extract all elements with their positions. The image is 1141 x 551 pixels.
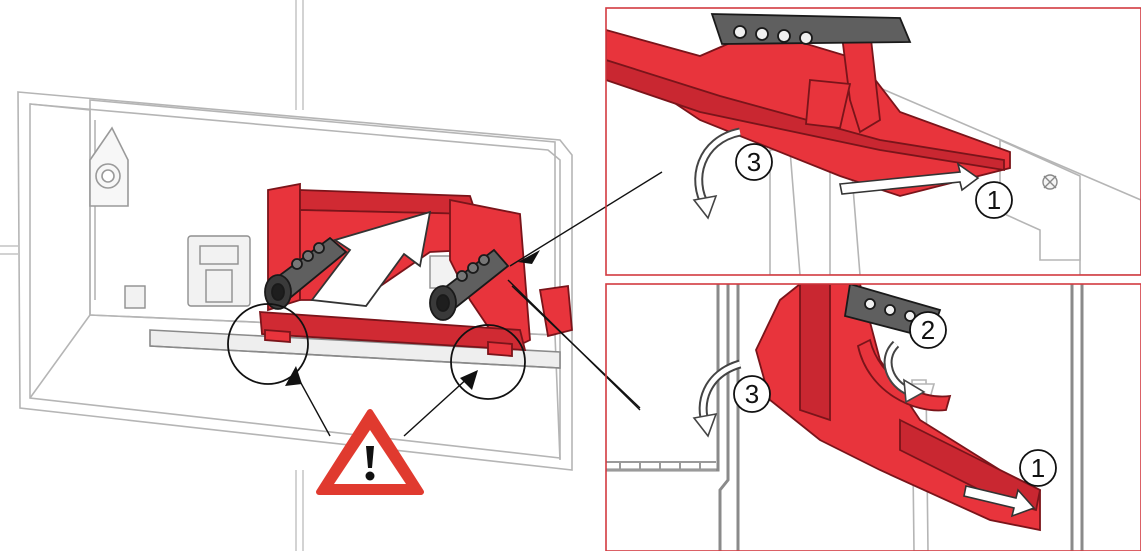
svg-text:1: 1	[987, 185, 1001, 215]
mounting-lug	[89, 126, 129, 207]
step-badge-2-bottom: 2	[909, 311, 947, 349]
detail-panel-top: 3 1	[605, 7, 1141, 276]
detail-frame-bottom	[605, 283, 1141, 551]
red-arm-top	[606, 18, 1011, 197]
detail-circles	[227, 303, 526, 400]
svg-text:3: 3	[747, 147, 761, 177]
spring-top	[710, 13, 912, 45]
overview-illustration	[0, 0, 663, 551]
callout-arrowheads	[285, 250, 540, 390]
step-badge-3-top: 3	[735, 143, 773, 181]
step-badge-3-bottom: 3	[733, 375, 771, 413]
callout-lines	[295, 171, 663, 437]
step-badge-1-top: 1	[975, 181, 1013, 219]
svg-text:1: 1	[1031, 453, 1045, 483]
detail-frame-top	[605, 7, 1141, 276]
step-badge-1-bottom: 1	[1019, 449, 1057, 487]
straight-arrow-icon	[839, 162, 980, 195]
curved-arrow-icon	[692, 359, 742, 438]
warning-triangle-icon	[316, 409, 424, 495]
svg-text:3: 3	[745, 379, 759, 409]
detail-panel-bottom: 2 3 1	[605, 283, 1141, 551]
straight-arrow-icon	[963, 485, 1036, 518]
floor-hatch	[606, 461, 716, 471]
wall-lines	[0, 0, 304, 551]
spring-right	[429, 248, 510, 321]
spring-left	[264, 236, 348, 310]
red-arm-bottom	[755, 284, 1042, 532]
screw-detail	[1042, 174, 1058, 190]
insert-direction-arrow	[310, 210, 432, 307]
curved-arrow-icon	[692, 127, 742, 220]
svg-text:2: 2	[921, 315, 935, 345]
curved-arrow-icon	[883, 340, 926, 404]
